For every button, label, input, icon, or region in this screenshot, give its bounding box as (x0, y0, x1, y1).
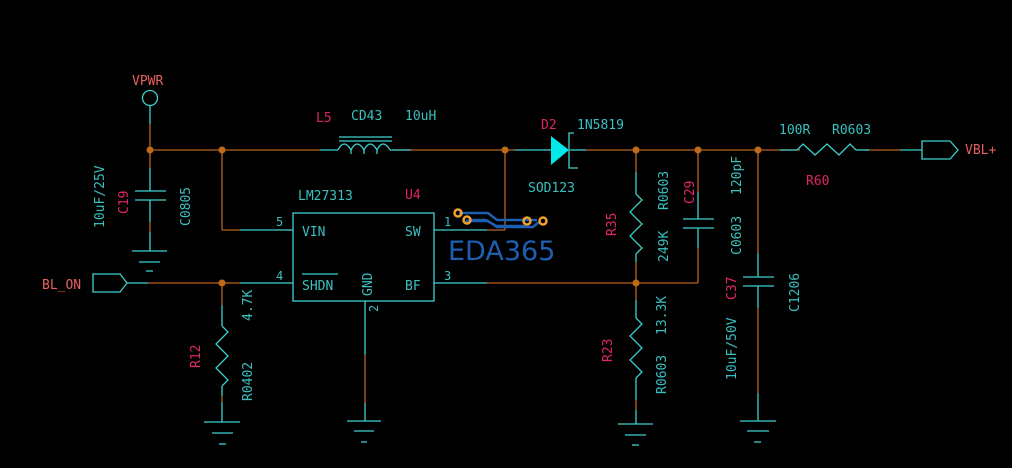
r35-footprint: R0603 (657, 171, 672, 210)
pcb-pad-icon (522, 216, 532, 226)
ic-u4-lm27313[interactable]: LM27313 U4 5 4 1 3 2 VIN SHDN SW BF GND (240, 188, 487, 355)
l5-ref: L5 (316, 111, 332, 126)
c29-footprint: C0603 (730, 216, 745, 255)
d2-value: 1N5819 (577, 118, 624, 133)
junction-dot (632, 279, 640, 287)
pin-number-1: 1 (444, 215, 451, 229)
l5-footprint: CD43 (351, 109, 382, 124)
diode-triangle-icon (551, 136, 569, 165)
c29-ref: C29 (683, 181, 698, 204)
r12-value: 4.7K (241, 290, 256, 321)
resistor-r23[interactable]: R23 13.3K R0603 (601, 296, 670, 424)
pin-number-4: 4 (276, 269, 283, 283)
c19-value: 10uF/25V (93, 165, 108, 228)
power-port-circle-icon (141, 89, 159, 107)
r12-footprint: R0402 (241, 362, 256, 401)
ground-symbol-icon (740, 420, 776, 443)
c37-footprint: C1206 (788, 273, 803, 312)
bl-on-label: BL_ON (42, 278, 81, 293)
pin-label-bf: BF (405, 279, 421, 294)
u4-ref: U4 (405, 188, 421, 203)
top-rail-wires (148, 124, 900, 410)
pin-label-vin: VIN (302, 225, 325, 240)
r23-ref: R23 (601, 339, 616, 362)
capacitor-c19[interactable]: 10uF/25V C19 C0805 (93, 165, 194, 251)
pin-label-sw: SW (405, 225, 421, 240)
c19-ref: C19 (117, 191, 132, 214)
watermark-text: EDA365 (448, 236, 555, 267)
pin-number-3: 3 (444, 269, 451, 283)
c29-value: 120pF (730, 156, 745, 195)
resistor-r60[interactable]: 100R R0603 R60 (779, 123, 871, 189)
r60-value: 100R (779, 123, 810, 138)
pcb-pad-icon (538, 216, 548, 226)
r60-footprint: R0603 (832, 123, 871, 138)
junction-dot (501, 146, 509, 154)
r35-ref: R35 (605, 213, 620, 236)
d2-ref: D2 (541, 118, 557, 133)
resistor-r12[interactable]: R12 4.7K R0402 (189, 290, 256, 422)
pcb-pad-icon (462, 215, 472, 225)
r12-ref: R12 (189, 345, 204, 368)
d2-footprint: SOD123 (528, 181, 575, 196)
input-port-icon (92, 273, 128, 293)
ground-symbol-icon (618, 423, 653, 446)
ground-symbol-icon (204, 421, 240, 445)
vbl-plus-label: VBL+ (965, 143, 996, 158)
ground-symbol-icon (132, 250, 167, 272)
bl-on-port[interactable]: BL_ON (42, 273, 148, 293)
vbl-plus-port[interactable]: VBL+ (900, 140, 996, 160)
pin-number-5: 5 (276, 215, 283, 229)
l5-value: 10uH (405, 109, 436, 124)
resistor-r35[interactable]: R35 249K R0603 (605, 171, 672, 262)
junction-dot (632, 146, 640, 154)
pin-label-gnd: GND (361, 272, 376, 296)
junction-dot (146, 146, 154, 154)
junctions (146, 146, 762, 287)
eda365-watermark: EDA365 (448, 208, 555, 267)
capacitor-c37[interactable]: C37 10uF/50V C1206 (725, 253, 803, 421)
r23-value: 13.3K (655, 296, 670, 335)
pin-label-shdn: SHDN (302, 279, 333, 294)
pcb-pad-icon (453, 208, 463, 218)
ground-symbol-icon (347, 403, 381, 443)
junction-dot (218, 146, 226, 154)
vpwr-port[interactable]: VPWR (132, 74, 163, 124)
c37-value: 10uF/50V (725, 317, 740, 380)
junction-dot (218, 279, 226, 287)
u4-part: LM27313 (298, 189, 353, 204)
junction-dot (694, 146, 702, 154)
r23-footprint: R0603 (655, 355, 670, 394)
c19-footprint: C0805 (179, 187, 194, 226)
pin-number-2: 2 (367, 305, 381, 312)
inductor-l5[interactable]: L5 CD43 10uH (316, 109, 436, 154)
vpwr-label: VPWR (132, 74, 163, 89)
diode-d2[interactable]: D2 1N5819 SOD123 (515, 118, 624, 196)
r35-value: 249K (657, 231, 672, 262)
output-port-icon (921, 140, 959, 160)
c37-ref: C37 (725, 277, 740, 300)
r60-ref: R60 (806, 174, 829, 189)
capacitor-c29[interactable]: C29 C0603 120pF (683, 156, 745, 255)
junction-dot (754, 146, 762, 154)
